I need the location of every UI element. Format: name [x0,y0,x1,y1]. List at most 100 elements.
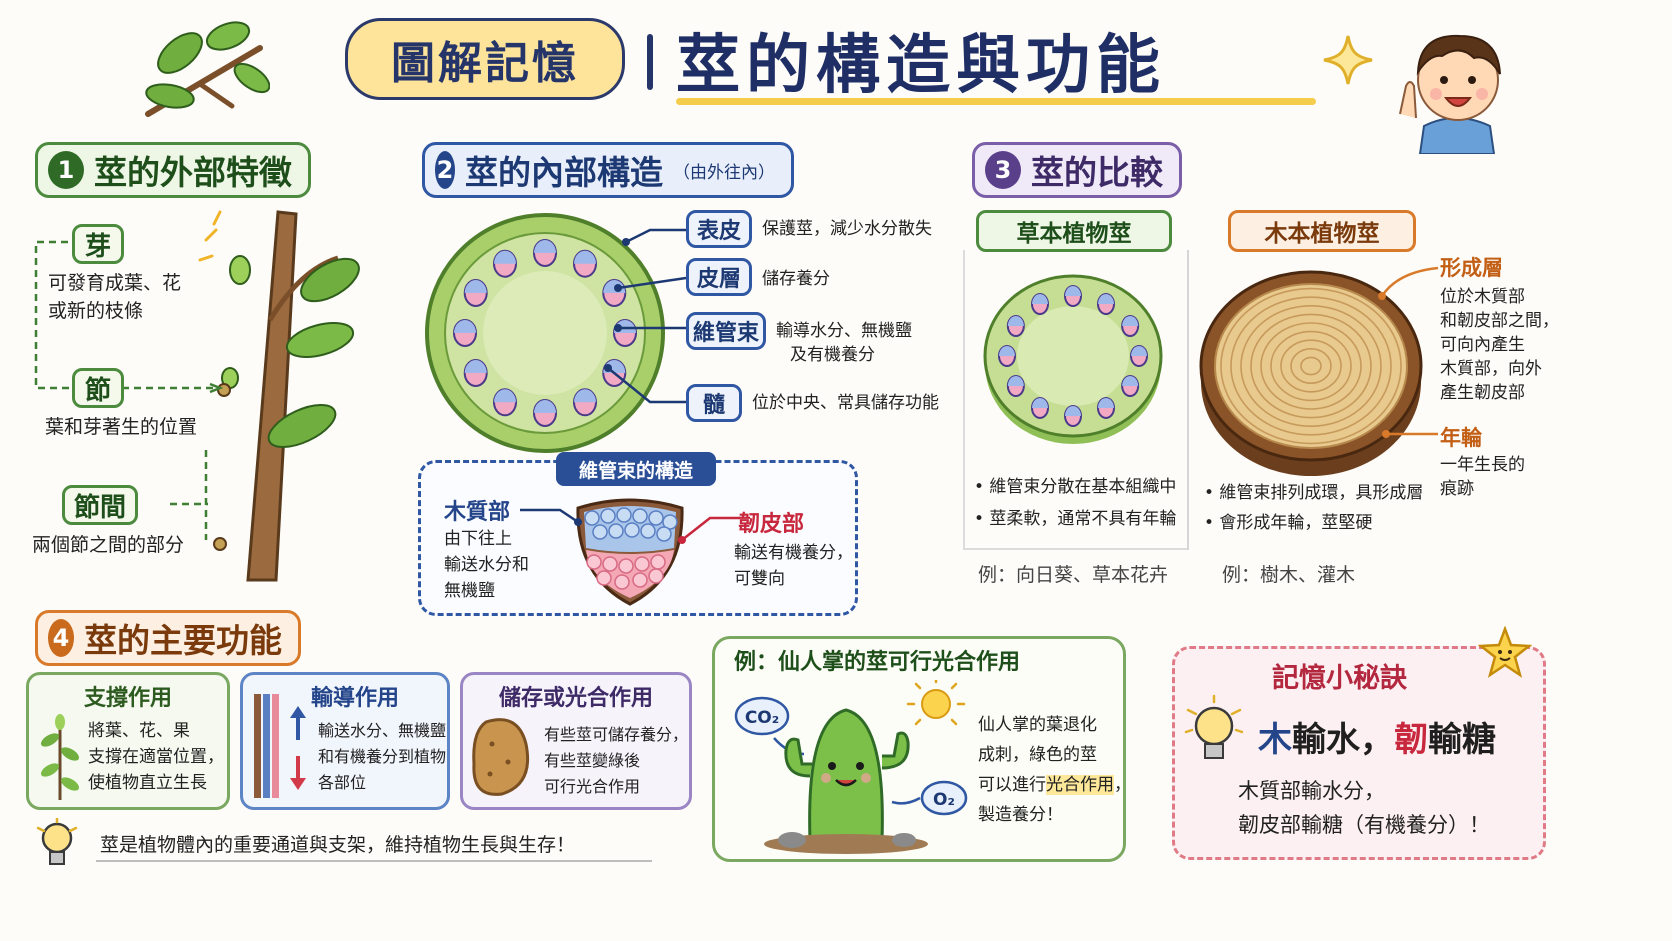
growth-ring [1260,322,1362,410]
section-3-number: 3 [985,151,1021,189]
section-4-title: 莖的主要功能 [84,621,282,660]
section-1-title: 莖的外部特徵 [94,153,292,192]
transport-desc-1: 輸送水分、無機鹽 [318,721,447,740]
slogan-wood: 木 [1258,720,1292,760]
herb-stem-label: 草本植物莖 [976,210,1172,252]
xylem-cell [608,523,624,539]
memory-line-1: 木質部輸水分， [1238,779,1385,803]
vascular-bundle-dot [533,399,557,427]
star-icon [1478,626,1532,678]
pith-label: 髓 [686,384,742,422]
transport-desc-2: 和有機養分到植物 [318,747,447,766]
herb-point-2: • 莖柔軟，通常不具有年輪 [974,509,1177,529]
internode-desc: 兩個節之間的部分 [32,534,185,556]
herb-bundle-dot [1006,315,1025,337]
summary-text: 莖是植物體內的重要通道與支架，維持植物生長與生存！ [100,834,576,856]
phloem-cell [618,558,634,574]
cortex-desc: 儲存養分 [762,269,830,289]
growth-ring [1240,304,1382,428]
phloem-cell [596,570,612,586]
section-4-header: 4 莖的主要功能 [35,610,301,666]
wood-stem-cross-section [1199,270,1423,476]
growth-ring [1280,339,1342,393]
memory-slogan: 木輸水，韌輸糖 [1258,712,1496,761]
section-1-connectors [34,240,224,540]
vascular-bundle-dot [463,359,488,387]
cactus-desc-4: 製造養分！ [978,805,1063,825]
vascular-bundle-dot [573,249,597,278]
wood-example: 例：樹木、灌木 [1222,564,1356,586]
cambium-label: 形成層 [1440,256,1503,280]
slogan-part-4: 輸糖 [1428,720,1496,760]
memory-tip-box [1172,646,1546,860]
herb-bundle-dot [1064,285,1082,307]
section-1-header: 1 莖的外部特徵 [35,142,311,198]
storage-desc-2: 有些莖變綠後 [544,751,641,770]
cactus-desc-2: 成刺，綠色的莖 [978,745,1097,765]
summary-underline [96,860,652,862]
vascular-bundle-dot [493,388,517,417]
boy-character-icon [1399,34,1501,154]
phloem-cell [648,568,664,584]
epidermis-label: 表皮 [686,210,752,248]
page-title: 莖的構造與功能 [676,29,1166,103]
herb-bundle-dot [1130,345,1148,367]
cactus-desc-3: 可以進行光合作用， [978,772,1131,798]
xylem-cell [648,510,664,526]
herb-stem-cross-section [983,274,1163,444]
herb-bundle-dot [1121,375,1140,397]
storage-desc-3: 可行光合作用 [544,777,641,796]
idea-bulb-icon [1184,694,1244,759]
slogan-bast: 韌 [1394,720,1428,760]
title-divider [647,34,653,90]
vascular-bundle-dot [533,239,557,267]
vascular-bundle-dot [573,388,597,417]
phloem-cell [632,572,648,588]
title-underline [676,98,1316,105]
herb-bundle-dot [1097,293,1115,316]
cactus-desc-3a: 可以進行 [978,775,1046,795]
lightbulb-icon [36,818,78,865]
bud-desc-1: 可發育成葉、花 [48,272,182,294]
vascular-bundle-label: 維管束 [686,312,766,350]
ring-desc-1: 一年生長的 [1440,455,1525,475]
section-4-number: 4 [48,619,74,657]
memory-line-2: 韌皮部輸糖（有機養分）！ [1238,813,1490,837]
transport-title: 輸導作用 [310,686,399,711]
vascular-bundle-diagram [576,498,684,606]
xylem-cell [600,508,616,524]
vascular-bundle-desc-2: 及有機養分 [790,345,875,365]
storage-title: 儲存或光合作用 [498,686,653,711]
ring-label: 年輪 [1440,426,1482,450]
vascular-bundle-dot [453,319,477,347]
xylem-desc-1: 由下往上 [444,529,512,549]
epidermis-desc: 保護莖，減少水分散失 [762,219,932,239]
pith-desc: 位於中央、常具儲存功能 [752,393,939,413]
cambium-desc-1: 位於木質部 [1440,287,1525,307]
phloem-label: 韌皮部 [738,512,805,537]
support-desc-2: 支撐在適當位置， [88,747,224,767]
slogan-part-2: 輸水， [1292,720,1394,760]
xylem-cell [616,507,632,523]
stem-illustration [198,210,360,582]
vascular-bundle-dot [463,279,488,307]
growth-ring [1270,330,1352,402]
phloem-desc-1: 輸送有機養分， [734,543,853,563]
phloem-cell [650,554,666,570]
seedling-icon [40,714,80,800]
section-2-connectors [604,228,687,404]
support-desc-3: 使植物直立生長 [88,773,207,793]
memory-tip-title: 記憶小秘訣 [1272,663,1407,694]
xylem-cell [584,510,600,526]
node-desc: 葉和芽著生的位置 [45,416,198,438]
wood-connectors [1378,266,1439,438]
wood-point-1: • 維管束排列成環，具形成層 [1204,483,1424,503]
xylem-cell [592,524,608,540]
herb-panel-border [963,250,1187,550]
herb-point-1: • 維管束分散在基本組織中 [974,477,1177,497]
xylem-cell [656,526,672,542]
potato-icon [472,718,530,796]
section-3-title: 莖的比較 [1031,153,1163,192]
wood-point-2: • 會形成年輪，莖堅硬 [1204,513,1373,533]
header-tag: 圖解記憶 [345,18,625,100]
